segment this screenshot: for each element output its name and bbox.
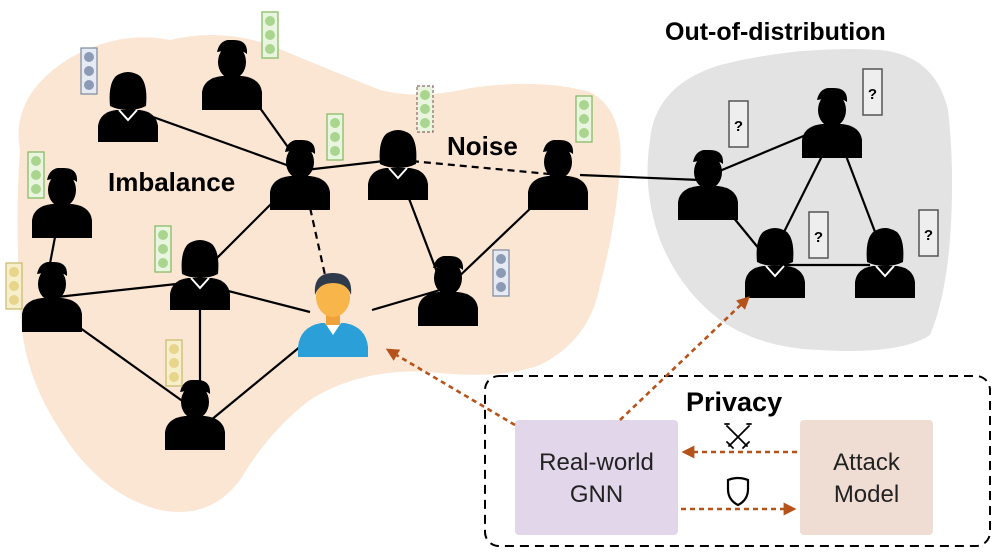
attack-model-box [800,420,933,535]
gnn-to-user-arrow [385,348,516,427]
attack-label-line1: Attack [833,449,901,476]
label-yellow [5,262,183,387]
ood-label: Out-of-distribution [665,18,886,46]
crossed-swords-icon [724,423,752,449]
unknown-labels: ? ? ? ? [728,68,939,259]
privacy-box [484,375,991,547]
privacy-label: Privacy [686,387,782,417]
gnn-to-ood-arrow [619,296,750,421]
unknown-label: ? [814,229,823,246]
label-blue [80,47,510,297]
gnn-box [515,420,678,535]
imbalance-label: Imbalance [108,167,235,197]
attack-label-line2: Model [834,481,899,508]
shield-icon [726,476,750,507]
unknown-label: ? [924,227,933,244]
noise-label: Noise [447,131,518,161]
graph-region [17,35,621,512]
unknown-label: ? [734,118,743,135]
gnn-label-line2: GNN [570,481,623,508]
gnn-label-line1: Real-world [539,449,654,476]
unknown-label: ? [868,86,877,103]
label-green [27,11,593,273]
user-avatar-icon [298,273,368,357]
